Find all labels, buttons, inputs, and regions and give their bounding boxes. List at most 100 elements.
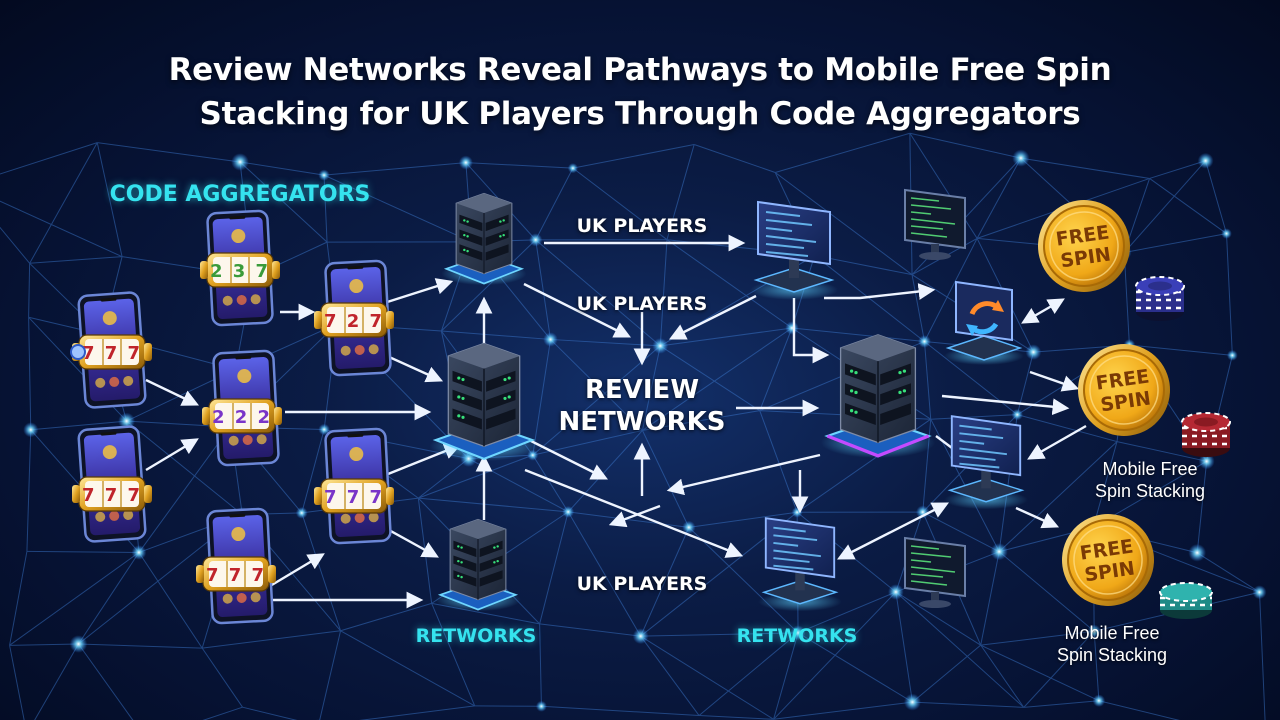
mesh-link — [980, 551, 1000, 646]
mesh-link — [640, 635, 700, 716]
mesh-link — [642, 410, 760, 431]
mesh-link — [301, 429, 325, 514]
mesh-link — [814, 255, 925, 342]
mesh-link — [567, 430, 643, 513]
mesh-link — [759, 327, 793, 411]
mesh-node — [318, 423, 330, 436]
mesh-link — [694, 144, 776, 173]
mesh-link — [976, 157, 1022, 239]
reel-symbols: 2 3 7 — [210, 261, 270, 282]
mesh-node — [543, 332, 558, 347]
monitor-code-icon — [904, 189, 966, 261]
mesh-link — [78, 643, 134, 720]
mesh-link — [550, 338, 661, 347]
mesh-link — [550, 339, 643, 431]
slot-reel-icon: 7 7 7 — [71, 476, 153, 512]
mesh-link — [774, 172, 913, 276]
mesh-node — [652, 337, 669, 354]
mesh-node — [1012, 149, 1030, 167]
mesh-link — [1149, 178, 1227, 234]
slot-reel-icon: 7 7 7 — [313, 478, 395, 514]
mesh-link — [242, 706, 298, 720]
reel-symbols: 7 7 7 — [324, 487, 384, 508]
mesh-link — [666, 144, 695, 240]
mesh-link — [923, 341, 932, 420]
code-aggregators-label: CODE AGGREGATORS — [109, 182, 371, 207]
mesh-link — [0, 200, 123, 258]
mesh-node — [567, 163, 579, 174]
mesh-link — [797, 632, 913, 703]
mesh-node — [562, 505, 575, 518]
mesh-link — [418, 497, 569, 513]
casino-chips-icon — [1181, 412, 1231, 457]
mesh-link — [1020, 157, 1150, 179]
mesh-link — [28, 317, 32, 430]
mesh-link — [535, 239, 661, 347]
mesh-link — [340, 630, 475, 707]
mesh-link — [688, 511, 798, 528]
mesh-link — [1023, 630, 1095, 708]
mesh-link — [9, 645, 25, 720]
mesh-node — [682, 520, 696, 534]
reel-symbols: 7 7 7 — [82, 343, 142, 364]
mesh-link — [1123, 160, 1206, 253]
slot-reel-icon: 7 7 7 — [195, 556, 277, 592]
mesh-link — [201, 647, 243, 708]
mesh-link — [301, 512, 342, 631]
mesh-link — [29, 142, 98, 264]
uk-players-label-mid: UK PLAYERS — [576, 293, 708, 315]
mesh-link — [78, 643, 203, 649]
review-networks-line-2: NETWORKS — [558, 407, 726, 437]
mesh-link — [539, 623, 542, 707]
mesh-link — [980, 644, 1100, 702]
mesh-link — [895, 591, 913, 703]
mesh-link — [319, 630, 342, 720]
mesh-link — [532, 339, 552, 456]
network-mesh — [0, 132, 1266, 720]
mesh-link — [126, 420, 243, 515]
mesh-link — [202, 630, 341, 649]
mesh-link — [773, 701, 913, 720]
mesh-link — [1226, 233, 1233, 356]
mesh-link — [539, 623, 641, 637]
mesh-link — [138, 426, 231, 553]
mesh-link — [1259, 592, 1266, 720]
mesh-node — [231, 153, 249, 171]
stacking-label-1: Mobile Free Spin Stacking — [1095, 458, 1205, 502]
mesh-node — [295, 506, 308, 519]
mesh-link — [29, 256, 123, 264]
title-line-2: Stacking for UK Players Through Code Agg… — [199, 96, 1081, 132]
casino-chips-icon — [1159, 582, 1213, 619]
mesh-link — [640, 632, 799, 637]
refresh-arrows-icon — [944, 280, 1024, 365]
mesh-link — [239, 161, 325, 176]
mesh-link — [9, 552, 140, 646]
mesh-link — [909, 132, 1021, 159]
mesh-node — [1197, 152, 1214, 169]
reel-symbols: 2 2 2 — [212, 407, 272, 428]
mesh-link — [9, 551, 28, 646]
mesh-link — [773, 632, 799, 720]
mesh-link — [698, 632, 799, 716]
mesh-node — [535, 700, 547, 712]
mesh-node — [990, 543, 1008, 561]
mesh-link — [34, 643, 79, 720]
mesh-node — [118, 412, 136, 430]
mesh-link — [572, 144, 695, 169]
mesh-link — [922, 419, 932, 513]
mesh-link — [0, 142, 98, 175]
mesh-link — [26, 429, 32, 552]
mesh-link — [1017, 414, 1118, 443]
monitor-code-icon — [757, 517, 843, 613]
reel-symbols: 7 7 7 — [206, 565, 266, 586]
mesh-link — [28, 263, 31, 318]
mesh-node — [69, 635, 88, 653]
mesh-link — [202, 706, 243, 720]
mesh-link — [465, 162, 573, 169]
mesh-link — [895, 591, 1025, 708]
mesh-link — [642, 327, 793, 431]
mesh-link — [791, 327, 925, 342]
mesh-link — [572, 167, 668, 241]
mesh-link — [1116, 441, 1207, 462]
